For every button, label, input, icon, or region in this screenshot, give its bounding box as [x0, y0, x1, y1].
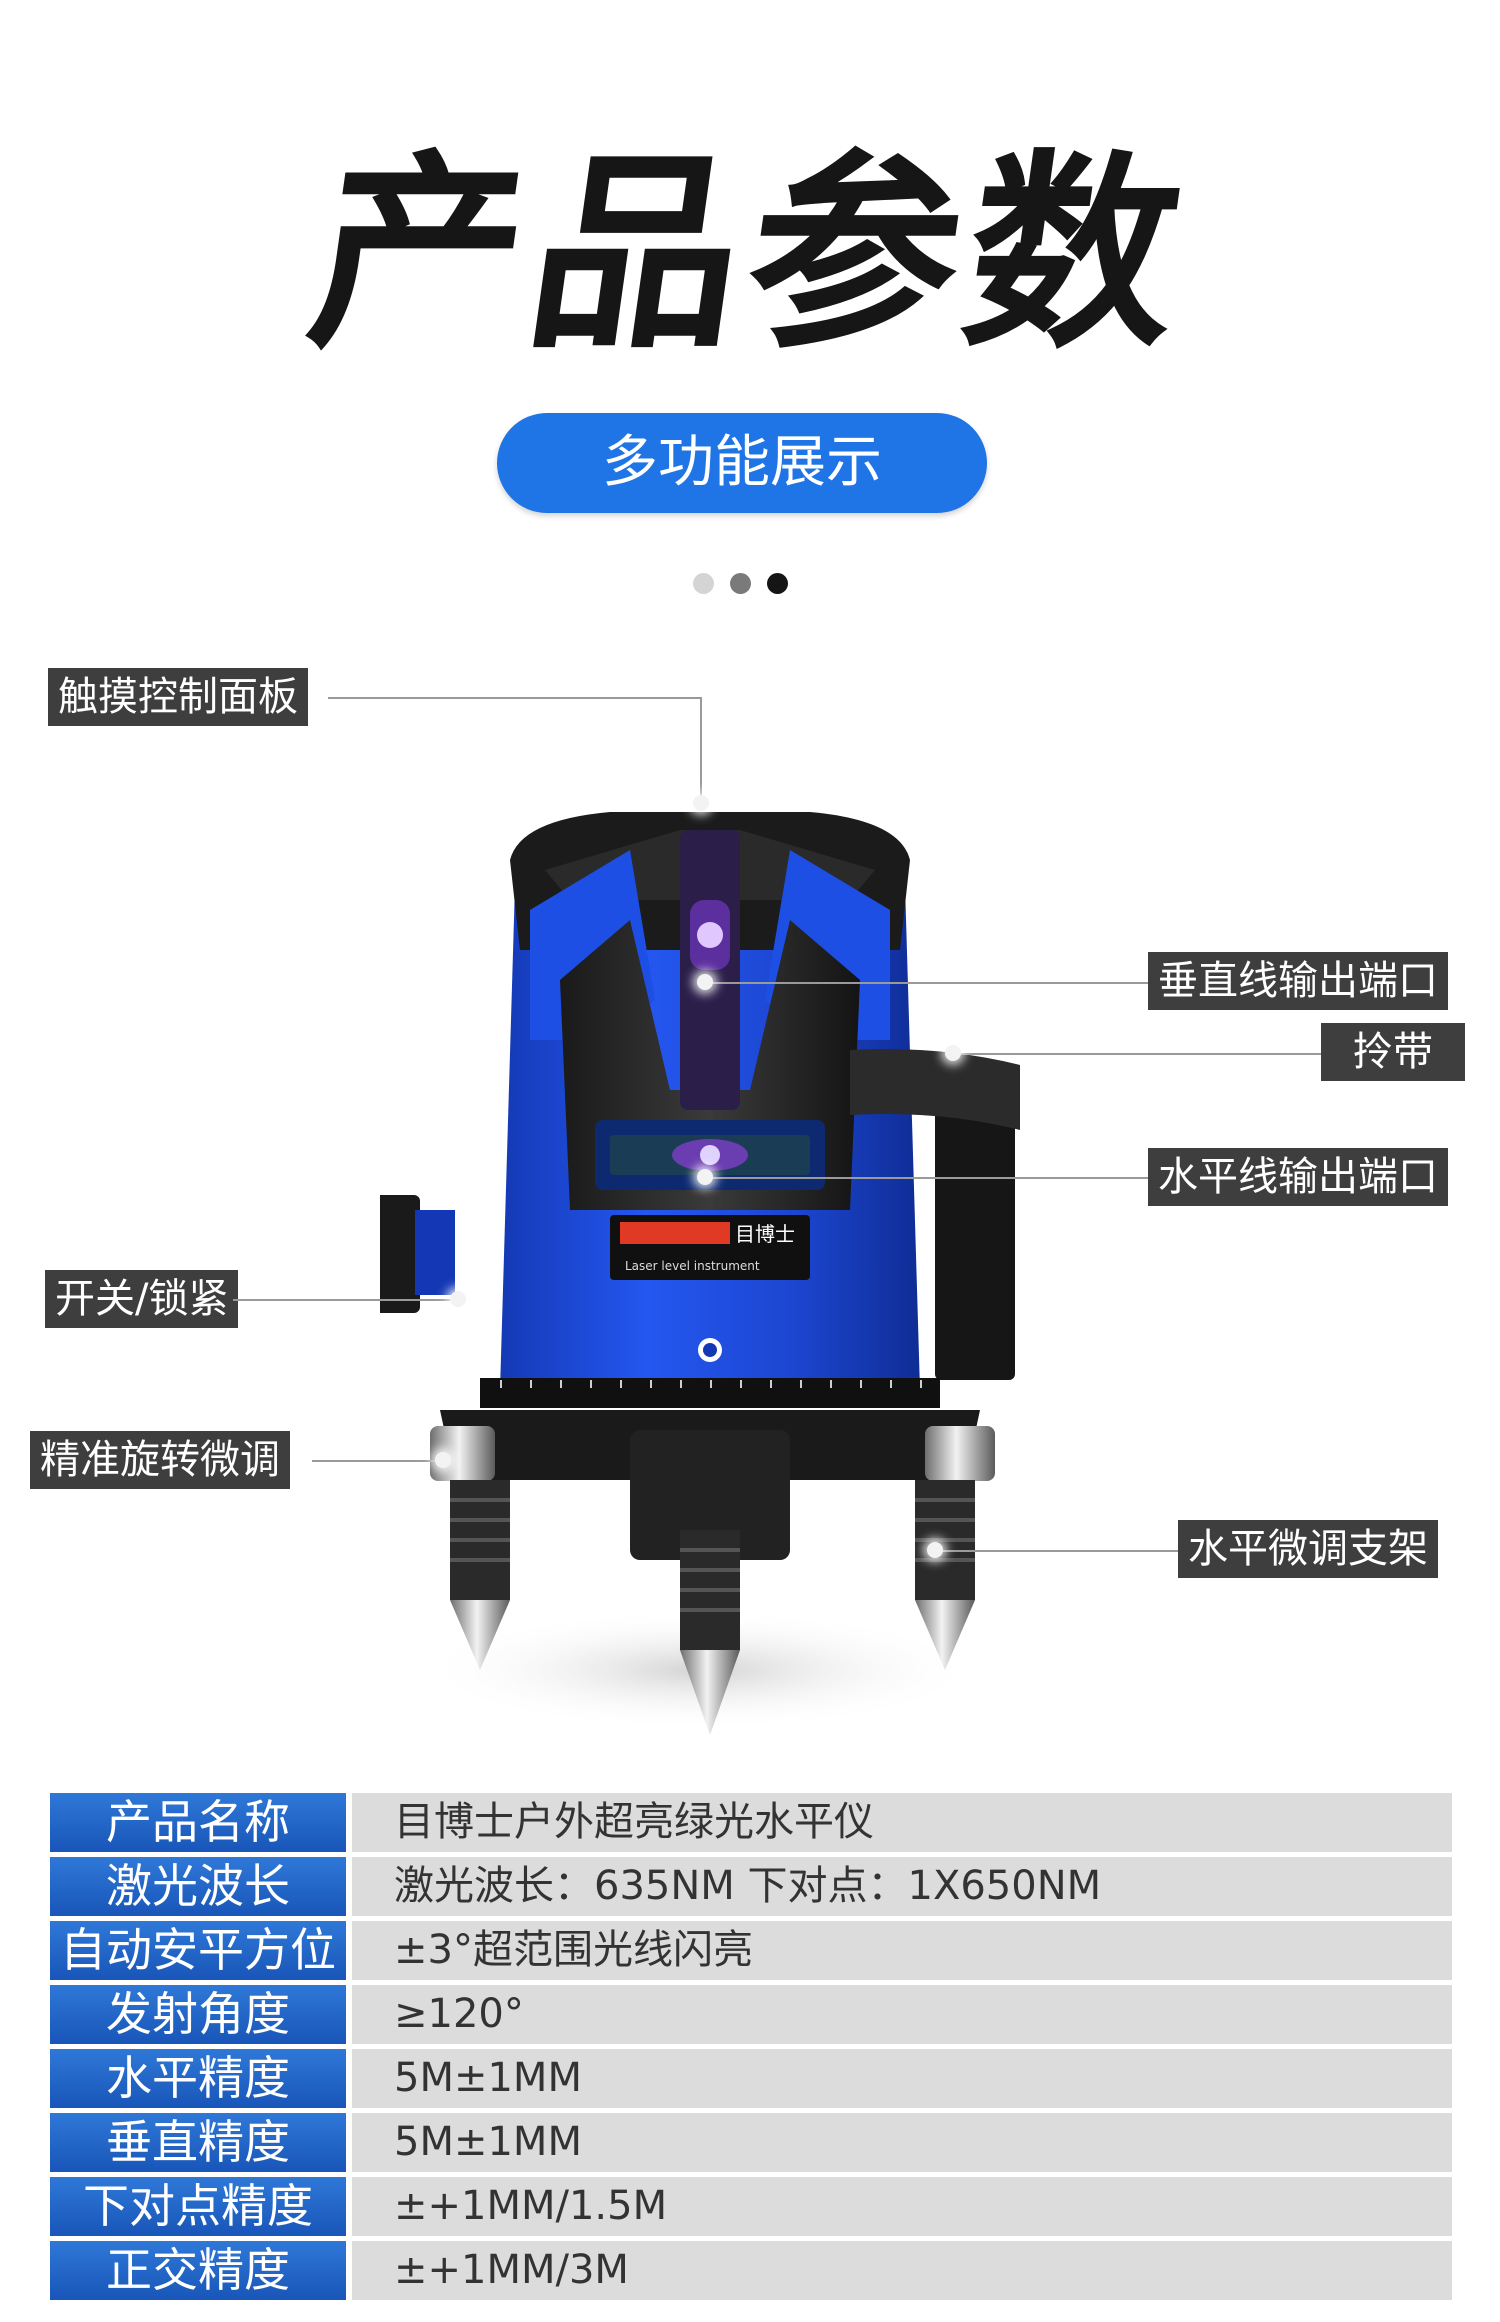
- spec-value: 5M±1MM: [352, 2049, 1452, 2108]
- page-title: 产品参数: [296, 132, 1204, 377]
- table-row: 自动安平方位 ±3°超范围光线闪亮: [50, 1921, 1452, 1980]
- callout-leveling-stand: 水平微调支架: [1178, 1520, 1438, 1578]
- laser-level-image: 目博士 Laser level instrument: [380, 812, 1020, 1735]
- table-row: 正交精度 ±+1MM/3M: [50, 2241, 1452, 2300]
- leader-touch-panel-vertical: [700, 697, 702, 802]
- spec-label: 产品名称: [50, 1793, 346, 1852]
- table-row: 水平精度 5M±1MM: [50, 2049, 1452, 2108]
- callout-touch-panel: 触摸控制面板: [48, 668, 308, 726]
- marker-fine-rotation: [435, 1452, 451, 1468]
- spec-value: ±+1MM/1.5M: [352, 2177, 1452, 2236]
- spec-value: ±3°超范围光线闪亮: [352, 1921, 1452, 1980]
- spec-label: 激光波长: [50, 1857, 346, 1916]
- leader-power-lock: [233, 1299, 455, 1301]
- marker-horizontal-port: [697, 1169, 713, 1185]
- carousel-dot-1[interactable]: [693, 573, 714, 594]
- spec-label: 垂直精度: [50, 2113, 346, 2172]
- table-row: 下对点精度 ±+1MM/1.5M: [50, 2177, 1452, 2236]
- leader-touch-panel: [328, 697, 702, 699]
- product-caption: Laser level instrument: [625, 1259, 760, 1273]
- leader-fine-rotation: [312, 1460, 440, 1462]
- spec-value: 激光波长：635NM 下对点：1X650NM: [352, 1857, 1452, 1916]
- feature-display-button[interactable]: 多功能展示: [497, 413, 987, 513]
- spec-value: 目博士户外超亮绿光水平仪: [352, 1793, 1452, 1852]
- marker-vertical-port: [697, 974, 713, 990]
- marker-power-lock: [450, 1291, 466, 1307]
- callout-vertical-port: 垂直线输出端口: [1148, 952, 1448, 1010]
- callout-strap: 拎带: [1321, 1023, 1465, 1081]
- leader-strap: [960, 1053, 1321, 1055]
- leader-vertical-port: [712, 982, 1148, 984]
- callout-horizontal-port: 水平线输出端口: [1148, 1148, 1448, 1206]
- table-row: 垂直精度 5M±1MM: [50, 2113, 1452, 2172]
- carousel-dot-2[interactable]: [730, 573, 751, 594]
- leader-horizontal-port: [712, 1177, 1148, 1179]
- table-row: 发射角度 ≥120°: [50, 1985, 1452, 2044]
- leader-leveling-stand: [942, 1550, 1178, 1552]
- carousel-dot-3[interactable]: [767, 573, 788, 594]
- product-brand-badge: 目博士: [735, 1222, 795, 1246]
- table-row: 产品名称 目博士户外超亮绿光水平仪: [50, 1793, 1452, 1852]
- spec-label: 下对点精度: [50, 2177, 346, 2236]
- spec-label: 自动安平方位: [50, 1921, 346, 1980]
- spec-label: 正交精度: [50, 2241, 346, 2300]
- marker-leveling-stand: [927, 1542, 943, 1558]
- callout-power-lock: 开关/锁紧: [45, 1270, 239, 1328]
- callout-fine-rotation: 精准旋转微调: [30, 1431, 290, 1489]
- spec-value: ≥120°: [352, 1985, 1452, 2044]
- spec-value: 5M±1MM: [352, 2113, 1452, 2172]
- marker-strap: [945, 1045, 961, 1061]
- spec-label: 发射角度: [50, 1985, 346, 2044]
- spec-label: 水平精度: [50, 2049, 346, 2108]
- spec-value: ±+1MM/3M: [352, 2241, 1452, 2300]
- table-row: 激光波长 激光波长：635NM 下对点：1X650NM: [50, 1857, 1452, 1916]
- marker-touch-panel: [693, 795, 709, 811]
